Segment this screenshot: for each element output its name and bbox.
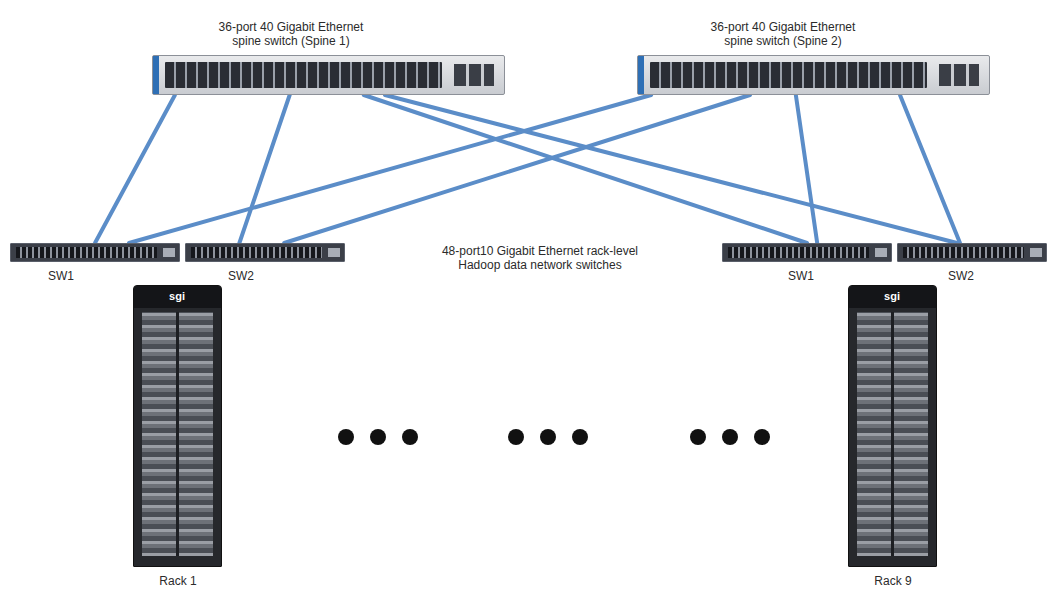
rack-switch: SW2 bbox=[897, 243, 1047, 262]
network-link bbox=[796, 95, 817, 243]
dot bbox=[402, 429, 418, 445]
switch-mgmt-ports bbox=[939, 64, 979, 86]
switch-caption: 36-port 40 Gigabit Ethernet spine switch… bbox=[205, 20, 377, 48]
switch-ports bbox=[16, 247, 157, 258]
switch-name: SW1 bbox=[788, 269, 814, 283]
dot bbox=[540, 429, 556, 445]
network-link bbox=[239, 95, 289, 243]
dot bbox=[722, 429, 738, 445]
spine-switch: 36-port 40 Gigabit Ethernet spine switch… bbox=[152, 55, 505, 95]
network-link bbox=[284, 95, 750, 243]
rack-switch: SW1 bbox=[722, 243, 892, 262]
switch-caption: 36-port 40 Gigabit Ethernet spine switch… bbox=[697, 20, 869, 48]
switch-ports bbox=[903, 247, 1024, 258]
switch-name: SW2 bbox=[948, 269, 974, 283]
dot bbox=[690, 429, 706, 445]
switch-panel bbox=[163, 248, 175, 257]
switch-ports bbox=[650, 62, 927, 88]
spine-switch: 36-port 40 Gigabit Ethernet spine switch… bbox=[637, 55, 990, 95]
rack-switch: SW1 bbox=[10, 243, 180, 262]
switch-ports bbox=[728, 247, 869, 258]
switch-mgmt-ports bbox=[454, 64, 494, 86]
switch-tab bbox=[153, 56, 159, 94]
rack-name: Rack 9 bbox=[874, 574, 911, 588]
server-rack: Rack 1 bbox=[133, 285, 222, 567]
switch-panel bbox=[875, 248, 887, 257]
dot bbox=[572, 429, 588, 445]
dot bbox=[370, 429, 386, 445]
switch-ports bbox=[191, 247, 322, 258]
network-link bbox=[364, 95, 807, 243]
network-link bbox=[900, 95, 960, 243]
dot bbox=[508, 429, 524, 445]
switch-name: SW2 bbox=[228, 269, 254, 283]
logo-text: sgi bbox=[169, 289, 185, 303]
rack-name: Rack 1 bbox=[159, 574, 196, 588]
rack-servers bbox=[857, 312, 928, 556]
rack-servers bbox=[142, 312, 213, 556]
rack-switch: SW2 bbox=[185, 243, 345, 262]
switch-tab bbox=[638, 56, 644, 94]
switch-panel bbox=[1030, 248, 1042, 257]
switch-name: SW1 bbox=[48, 269, 74, 283]
network-caption: 48-port10 Gigabit Ethernet rack-level Ha… bbox=[423, 244, 658, 272]
network-link bbox=[385, 95, 957, 243]
server-rack: Rack 9 bbox=[848, 285, 937, 567]
switch-panel bbox=[328, 248, 340, 257]
dot bbox=[338, 429, 354, 445]
logo-text: sgi bbox=[884, 289, 900, 303]
switch-ports bbox=[165, 62, 442, 88]
network-link bbox=[95, 95, 175, 243]
dot bbox=[754, 429, 770, 445]
network-link bbox=[129, 95, 651, 243]
